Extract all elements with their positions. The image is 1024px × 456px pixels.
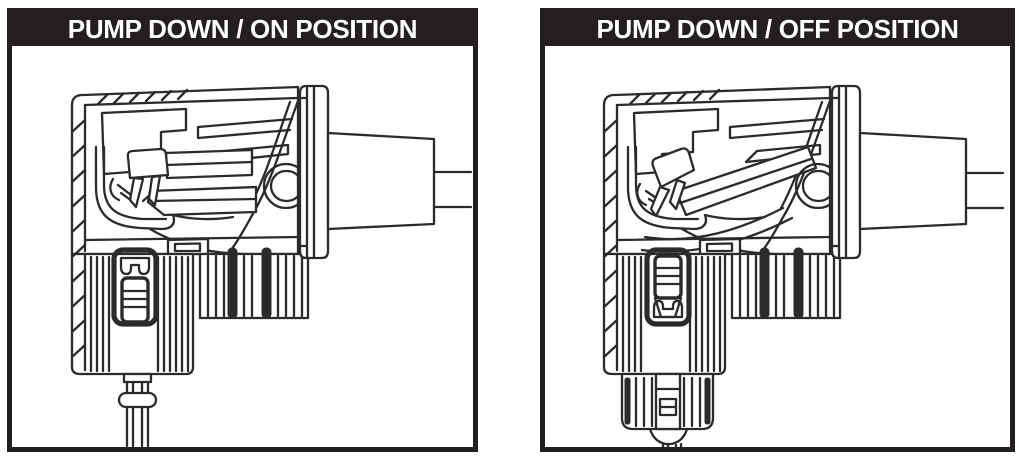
pump-connector-off-diagram <box>602 84 1005 447</box>
panel-pump-down-on: PUMP DOWN / ON POSITION <box>7 8 478 452</box>
panel-art-off <box>545 46 1010 447</box>
panel-title-on: PUMP DOWN / ON POSITION <box>12 13 473 46</box>
panel-title-off: PUMP DOWN / OFF POSITION <box>545 13 1010 46</box>
pump-connector-on-diagram <box>70 84 473 447</box>
panel-art-on <box>12 46 473 447</box>
panel-pump-down-off: PUMP DOWN / OFF POSITION <box>540 8 1015 452</box>
